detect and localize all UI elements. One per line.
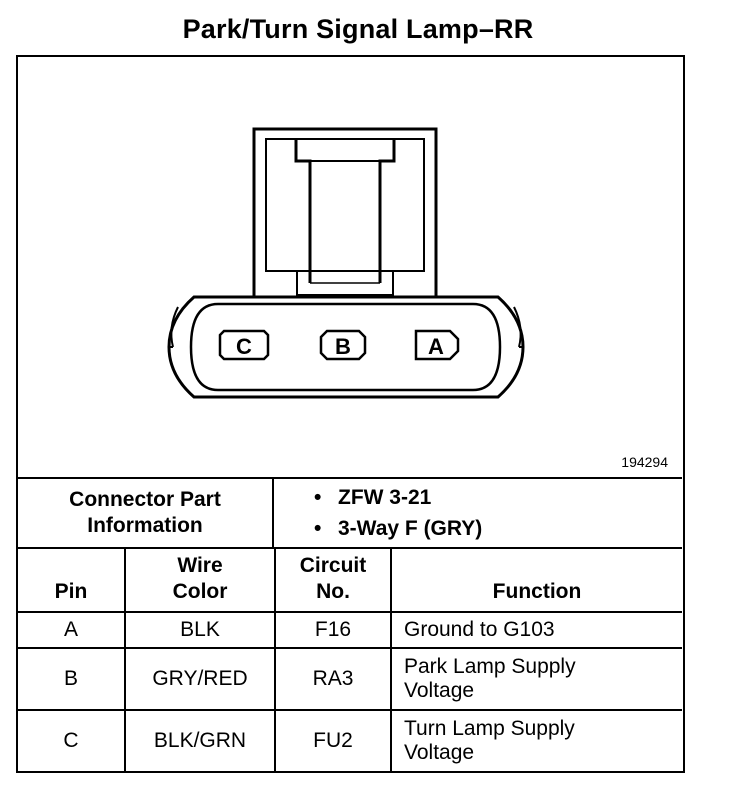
cell-circuit: RA3 <box>274 647 392 711</box>
cell-wire-color: BLK/GRN <box>124 709 276 771</box>
connector-part-info-label: Connector Part Information <box>18 477 274 547</box>
cell-pin: C <box>18 709 126 771</box>
connector-diagram: C B A 194294 <box>18 57 682 477</box>
cell-circuit: F16 <box>274 611 392 649</box>
pin-label-b: B <box>335 334 351 359</box>
cell-pin: A <box>18 611 126 649</box>
header-function: Function <box>390 547 682 613</box>
pin-c-cavity <box>218 329 270 361</box>
cell-circuit: FU2 <box>274 709 392 771</box>
cell-pin: B <box>18 647 126 711</box>
pin-label-c: C <box>236 334 252 359</box>
cell-wire-color: GRY/RED <box>124 647 276 711</box>
header-pin: Pin <box>18 547 126 613</box>
connector-drawing: C B A <box>167 127 525 399</box>
connector-sheet: C B A 194294 Connector Part Information … <box>16 55 685 773</box>
connector-face-inner <box>189 302 502 392</box>
latch-tab <box>296 270 394 296</box>
page-title: Park/Turn Signal Lamp–RR <box>182 14 534 44</box>
pin-a-cavity <box>414 329 460 361</box>
pin-label-a: A <box>428 334 444 359</box>
figure-number: 194294 <box>621 454 668 470</box>
connector-part-info: Connector Part Information •ZFW 3-21 •3-… <box>18 477 682 547</box>
cell-function: Ground to G103 <box>390 611 682 649</box>
table-row: A BLK F16 Ground to G103 <box>18 611 682 649</box>
list-item: •ZFW 3-21 <box>314 486 432 509</box>
list-item: •3-Way F (GRY) <box>314 517 483 540</box>
cell-wire-color: BLK <box>124 611 276 649</box>
pin-b-cavity <box>319 329 367 361</box>
connector-part-info-values: •ZFW 3-21 •3-Way F (GRY) <box>273 477 682 547</box>
